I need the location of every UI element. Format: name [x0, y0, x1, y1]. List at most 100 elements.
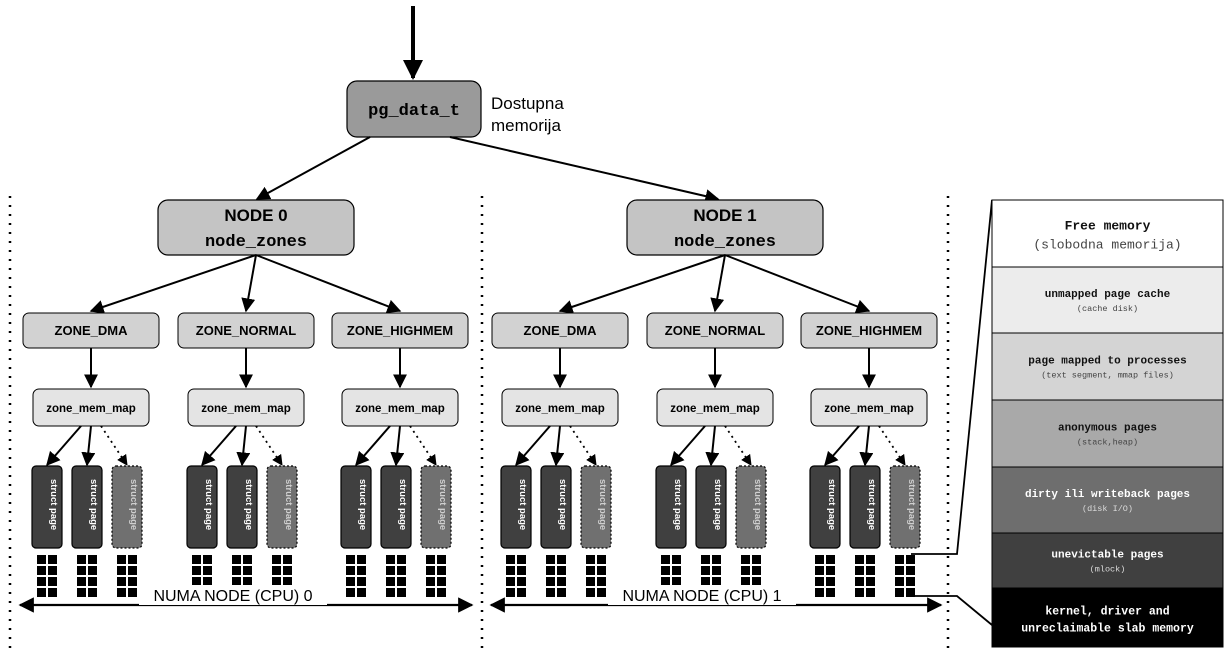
zone-label: ZONE_HIGHMEM [816, 323, 922, 338]
struct-page-dashed: struct page [111, 465, 143, 549]
page-frame-grid [855, 555, 875, 597]
memmap-to-page-dotted-arrow [100, 425, 128, 466]
struct-page-dashed: struct page [580, 465, 612, 549]
node-1-to-zone-2-arrow [724, 254, 871, 313]
zone-mem-map-box: zone_mem_map [187, 388, 305, 427]
node-0-to-zone-2-arrow [255, 254, 402, 313]
page-frame-grid [426, 555, 446, 597]
numa-node-1-label: NUMA NODE (CPU) 1 [622, 588, 781, 605]
page-frame-grid [117, 555, 137, 597]
page-frame-grid [37, 555, 57, 597]
memmap-to-page-arrow [515, 425, 551, 467]
node-0-box: NODE 0 node_zones [157, 199, 355, 256]
memory-stack-segment: unmapped page cache (cache disk) [991, 266, 1224, 334]
zone-mem-map-box: zone_mem_map [341, 388, 459, 427]
page-frame-grid [895, 555, 915, 597]
memory-stack-segment: page mapped to processes (text segment, m… [991, 332, 1224, 401]
memmap-to-page-arrow [236, 425, 251, 467]
zone-box: ZONE_DMA [491, 312, 629, 349]
struct-page-label: struct page [88, 479, 99, 530]
struct-page-label: struct page [203, 479, 214, 530]
zone-mem-map-label: zone_mem_map [824, 403, 913, 415]
memory-stack: Free memory(slobodna memorija)unmapped p… [991, 199, 1224, 648]
root-caption-line-2: memorija [491, 116, 561, 135]
memory-stack-subtitle: (slobodna memorija) [1033, 238, 1181, 253]
struct-page-label: struct page [243, 479, 254, 530]
memory-stack-segment: Free memory(slobodna memorija) [991, 199, 1224, 268]
node-0-title: NODE 0 [224, 206, 287, 225]
node-0-subtitle: node_zones [205, 233, 307, 252]
struct-page-label: struct page [397, 479, 408, 530]
struct-page: struct page [380, 465, 412, 549]
pg-data-t-label: pg_data_t [368, 102, 460, 121]
struct-page: struct page [809, 465, 841, 549]
memmap-to-page-dotted-arrow [409, 425, 437, 466]
struct-page-dashed: struct page [420, 465, 452, 549]
memory-stack-subtitle: (cache disk) [1077, 304, 1138, 314]
page-frame-grid [546, 555, 566, 597]
memmap-to-page-arrow [201, 425, 237, 467]
zone-mem-map-box: zone_mem_map [32, 388, 150, 427]
struct-page: struct page [500, 465, 532, 549]
memmap-to-page-arrow [355, 425, 391, 467]
page-frame-grid [586, 555, 606, 597]
struct-page: struct page [71, 465, 103, 549]
memory-stack-title: unmapped page cache [1045, 289, 1171, 301]
struct-page-label: struct page [826, 479, 837, 530]
memmap-to-page-dotted-arrow [569, 425, 597, 466]
zone-mem-map-label: zone_mem_map [355, 403, 444, 415]
struct-page-label: struct page [866, 479, 877, 530]
memmap-to-page-arrow [81, 425, 96, 467]
struct-page-dashed: struct page [266, 465, 298, 549]
struct-page-label: struct page [597, 479, 608, 530]
page-frame-grid [815, 555, 835, 597]
struct-page-label: struct page [672, 479, 683, 530]
struct-page-label: struct page [557, 479, 568, 530]
zone-mem-map-label: zone_mem_map [670, 403, 759, 415]
memory-stack-title: unevictable pages [1051, 550, 1163, 562]
zone-label: ZONE_NORMAL [665, 323, 765, 338]
zone-label: ZONE_DMA [55, 323, 129, 338]
memory-stack-segment: dirty ili writeback pages(disk I/O) [991, 466, 1224, 534]
zone-label: ZONE_NORMAL [196, 323, 296, 338]
struct-page-label: struct page [752, 479, 763, 530]
zone-box: ZONE_NORMAL [177, 312, 315, 349]
pg-data-t-box: pg_data_t [346, 80, 482, 138]
struct-page-label: struct page [283, 479, 294, 530]
memory-stack-title: kernel, driver and [1045, 606, 1169, 619]
memory-stack-segment: unevictable pages (mlock) [991, 532, 1224, 589]
page-frame-grid [386, 555, 406, 597]
page-frame-grid [77, 555, 97, 597]
page-frame-grid [506, 555, 526, 597]
memory-stack-title: page mapped to processes [1028, 356, 1186, 368]
memmap-to-page-arrow [705, 425, 720, 467]
memory-stack-subtitle: (mlock) [1090, 565, 1126, 575]
node-0-to-zone-0-arrow [89, 254, 257, 314]
struct-page: struct page [31, 465, 63, 549]
page-frame-grid [346, 555, 366, 597]
memmap-to-page-arrow [670, 425, 706, 467]
struct-page-label: struct page [357, 479, 368, 530]
struct-page-dashed: struct page [889, 465, 921, 549]
struct-page-label: struct page [517, 479, 528, 530]
node-1-title: NODE 1 [693, 206, 756, 225]
zone-mem-map-label: zone_mem_map [201, 403, 290, 415]
memmap-to-page-arrow [390, 425, 405, 467]
struct-page-label: struct page [712, 479, 723, 530]
struct-page-label: struct page [48, 479, 59, 530]
memory-stack-subtitle: (text segment, mmap files) [1041, 371, 1174, 381]
struct-page: struct page [226, 465, 258, 549]
zone-label: ZONE_DMA [524, 323, 598, 338]
stack-connector-top [911, 199, 993, 555]
node-1-to-zone-0-arrow [558, 254, 726, 314]
root-to-node-1-arrow [449, 136, 720, 203]
memory-stack-subtitle: (disk I/O) [1082, 504, 1133, 514]
struct-page: struct page [340, 465, 372, 549]
struct-page-label: struct page [906, 479, 917, 530]
root-caption-line-1: Dostupna [491, 94, 564, 113]
zone-box: ZONE_DMA [22, 312, 160, 349]
